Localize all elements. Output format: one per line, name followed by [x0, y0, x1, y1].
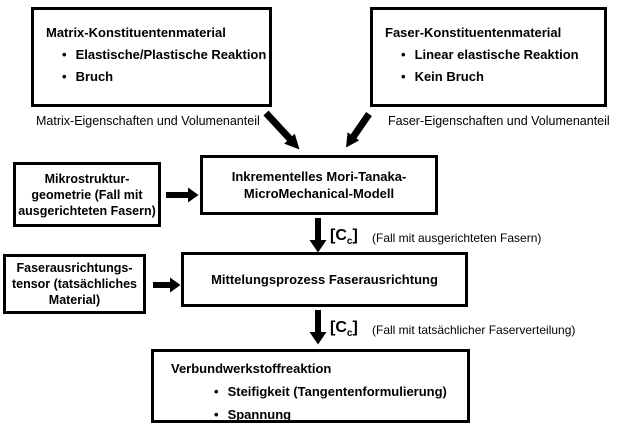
- tensor-line3: Material): [48, 293, 101, 307]
- fiber-bullet-no-fracture: Kein Bruch: [401, 69, 604, 84]
- matrix-bullet-fracture: Bruch: [62, 69, 269, 84]
- fiber-constituent-box: Faser-Konstituentenmaterial Linear elast…: [370, 7, 607, 107]
- mori-tanaka-model-box: Inkrementelles Mori-Tanaka- MicroMechani…: [200, 155, 438, 215]
- cc-actual-caption: (Fall mit tatsächlicher Faserverteilung): [372, 323, 576, 337]
- matrix-caption: Matrix-Eigenschaften und Volumenanteil: [36, 114, 260, 128]
- composite-response-box: Verbundwerkstoffreaktion Steifigkeit (Ta…: [151, 349, 470, 423]
- composite-bullet-stress: Spannung: [214, 407, 467, 422]
- microstructure-line1: Mikrostruktur-: [44, 171, 130, 186]
- cc-subscript: c: [346, 328, 353, 340]
- cc-close: ]: [352, 319, 358, 336]
- cc-aligned-caption: (Fall mit ausgerichteten Fasern): [372, 231, 542, 245]
- cc-subscript: c: [346, 236, 353, 248]
- matrix-constituent-box: Matrix-Konstituentenmaterial Elastische/…: [31, 7, 272, 107]
- cc-open: [C: [330, 319, 347, 336]
- model-box-line2: MicroMechanical-Modell: [243, 186, 395, 201]
- cc-open: [C: [330, 227, 347, 244]
- fiber-orientation-tensor-box: Faserausrichtungs- tensor (tatsächliches…: [3, 254, 146, 314]
- fiber-box-title: Faser-Konstituentenmaterial: [385, 25, 562, 40]
- averaging-process-box: Mittelungsprozess Faserausrichtung: [181, 252, 468, 307]
- microstructure-to-model-arrow: [166, 187, 199, 203]
- averaging-to-composite-arrow: [309, 310, 327, 345]
- cc-actual-symbol: [Cc]: [330, 319, 358, 339]
- cc-close: ]: [352, 227, 358, 244]
- model-to-averaging-arrow: [309, 218, 327, 253]
- composite-bullet-stiffness: Steifigkeit (Tangentenformulierung): [214, 384, 467, 399]
- tensor-to-averaging-arrow: [153, 277, 181, 293]
- fiber-to-model-arrow: [346, 112, 372, 148]
- microstructure-geometry-box: Mikrostruktur- geometrie (Fall mit ausge…: [13, 162, 161, 227]
- tensor-line2: tensor (tatsächliches: [11, 277, 138, 291]
- matrix-to-model-arrow: [263, 110, 300, 150]
- matrix-bullet-elastic: Elastische/Plastische Reaktion: [62, 47, 269, 62]
- microstructure-line3: ausgerichteten Fasern): [18, 203, 156, 218]
- fiber-bullet-elastic: Linear elastische Reaktion: [401, 47, 604, 62]
- model-box-line1: Inkrementelles Mori-Tanaka-: [231, 169, 407, 184]
- composite-box-title: Verbundwerkstoffreaktion: [171, 361, 332, 376]
- matrix-box-title: Matrix-Konstituentenmaterial: [46, 25, 226, 40]
- fiber-caption: Faser-Eigenschaften und Volumenanteil: [388, 114, 610, 128]
- microstructure-line2: geometrie (Fall mit: [31, 187, 143, 202]
- averaging-box-label: Mittelungsprozess Faserausrichtung: [211, 272, 438, 287]
- cc-aligned-symbol: [Cc]: [330, 227, 358, 247]
- tensor-line1: Faserausrichtungs-: [16, 261, 133, 275]
